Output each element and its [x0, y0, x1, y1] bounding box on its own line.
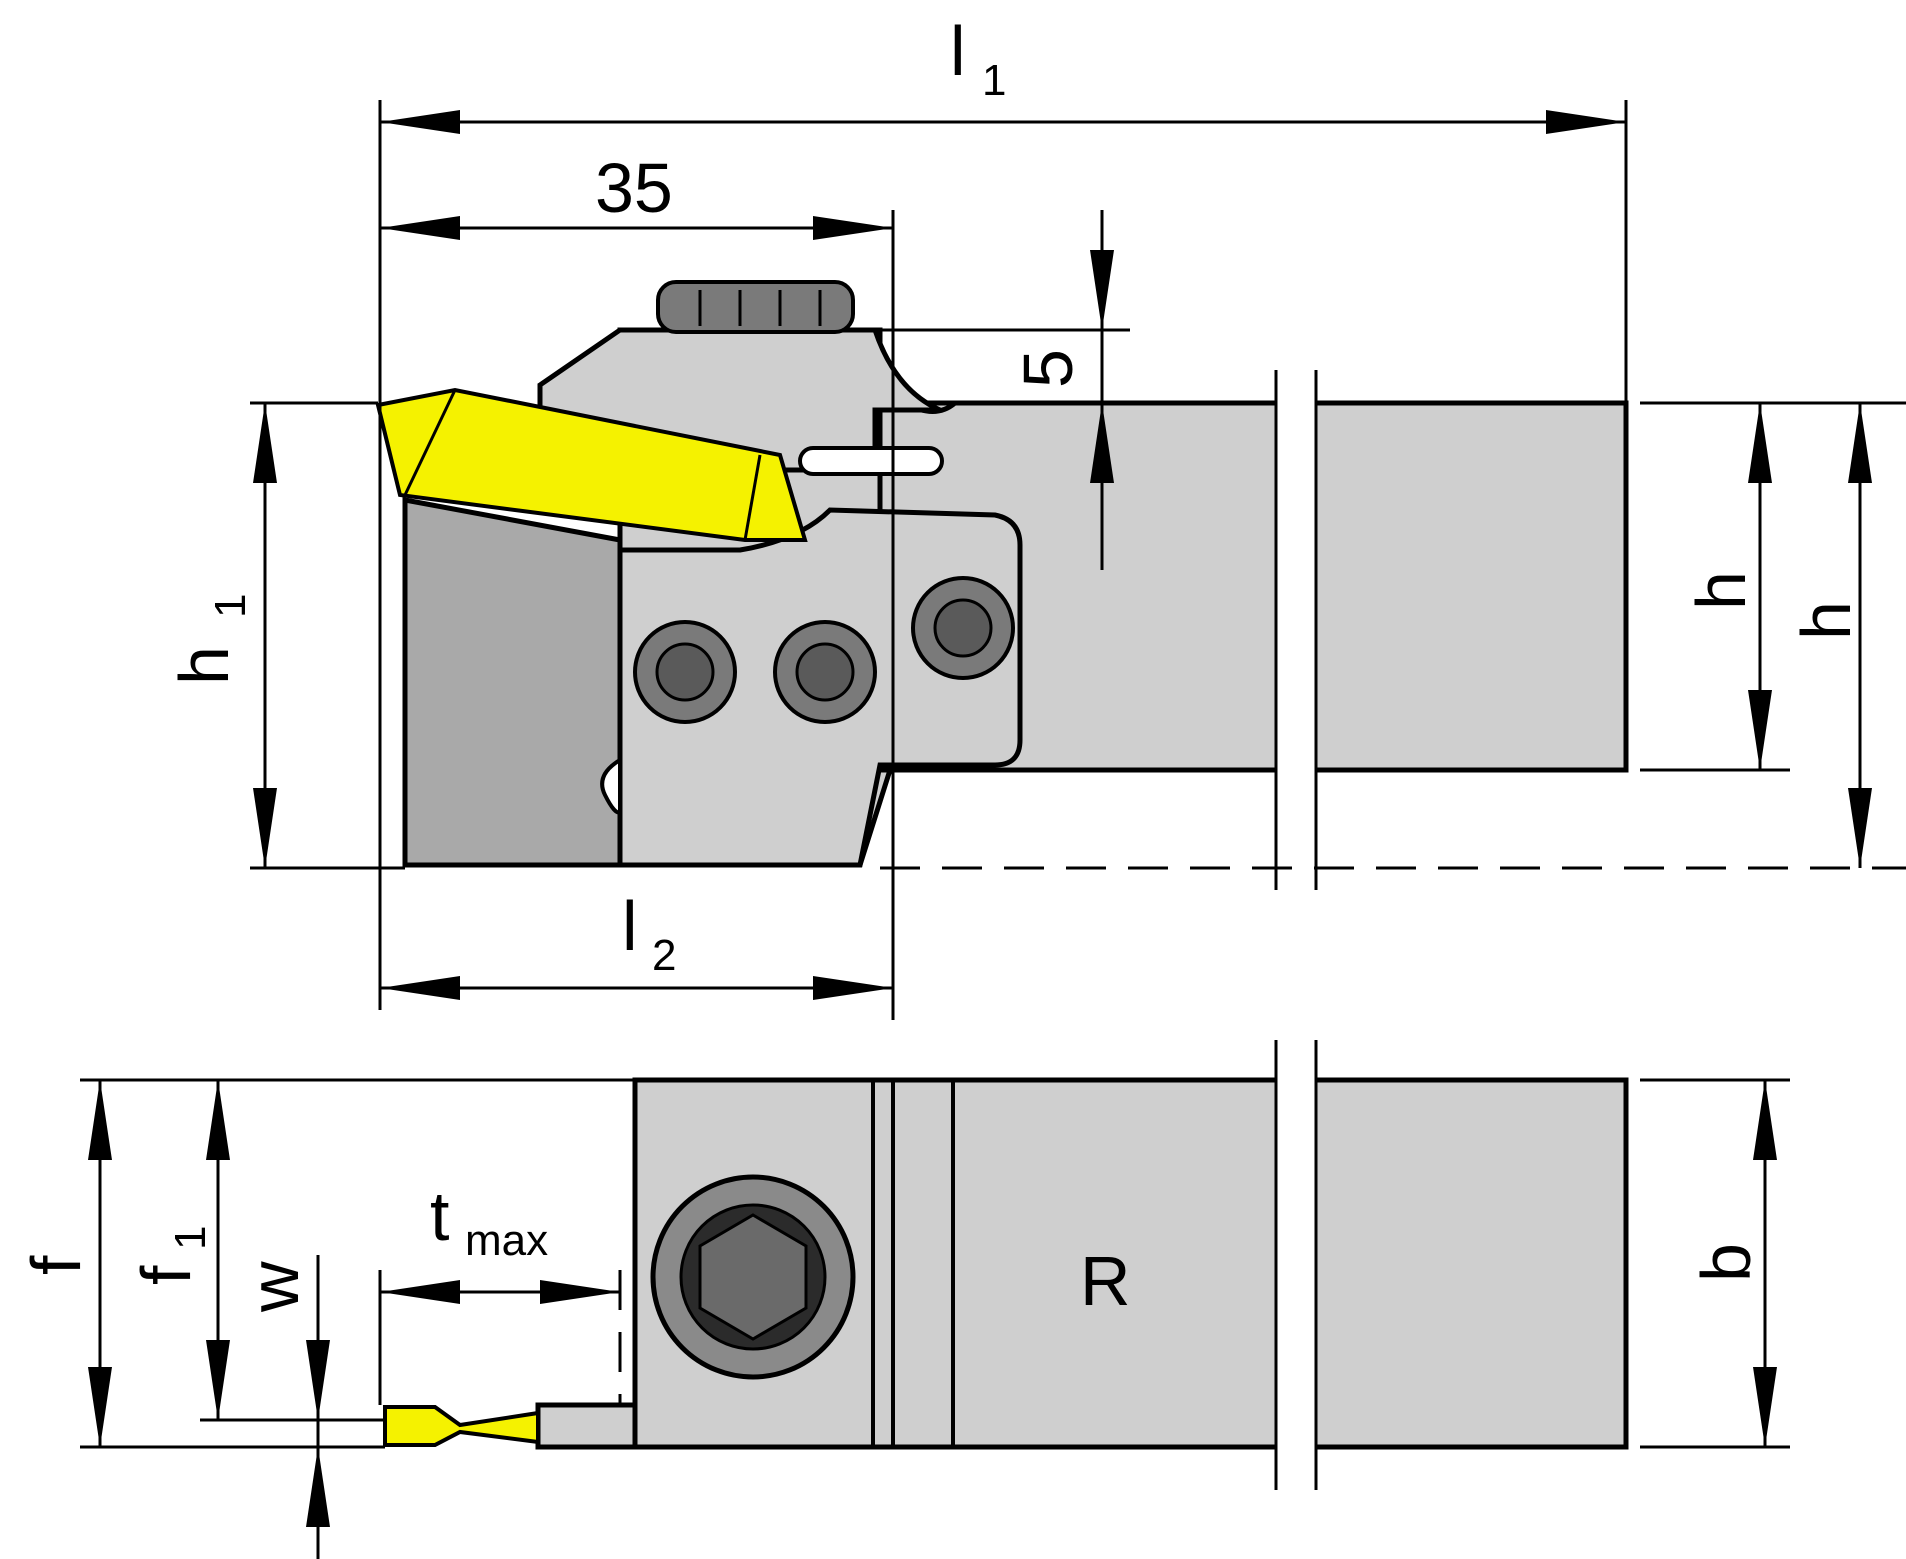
hand-label: R — [1080, 1242, 1131, 1320]
insert-top — [383, 1405, 540, 1447]
b-label: b — [1687, 1243, 1765, 1282]
f1-label: f — [127, 1265, 205, 1285]
h1-label: h — [165, 646, 243, 685]
side-view-dimensions: l 1 35 5 h 1 h h l 2 — [165, 12, 1906, 1020]
h-inner-label: h — [1682, 571, 1760, 610]
coolant-rod — [798, 446, 944, 476]
l1-subscript: 1 — [982, 56, 1006, 105]
torx-screw — [773, 620, 877, 724]
dim-5-label: 5 — [1009, 349, 1087, 388]
dim-35-label: 35 — [595, 149, 673, 227]
h-outer-label: h — [1787, 601, 1865, 640]
clamp-screw — [650, 1174, 856, 1380]
side-view — [375, 280, 1906, 890]
f-label: f — [17, 1255, 95, 1275]
torx-screw — [911, 576, 1015, 680]
f1-subscript: 1 — [166, 1226, 215, 1250]
l2-subscript: 2 — [652, 931, 676, 980]
tmax-subscript: max — [465, 1216, 548, 1265]
clamp-cutout — [600, 756, 622, 815]
top-view: R — [383, 1040, 1629, 1490]
top-screw — [656, 280, 855, 334]
w-label: w — [235, 1261, 313, 1313]
torx-screw — [633, 620, 737, 724]
l2-label: l — [622, 887, 638, 965]
clamp-block — [402, 496, 623, 868]
top-view-dimensions: f f 1 w t max b — [17, 1078, 1790, 1559]
tmax-label: t — [430, 1177, 449, 1255]
l1-label: l — [950, 12, 966, 90]
h1-subscript: 1 — [206, 594, 255, 618]
